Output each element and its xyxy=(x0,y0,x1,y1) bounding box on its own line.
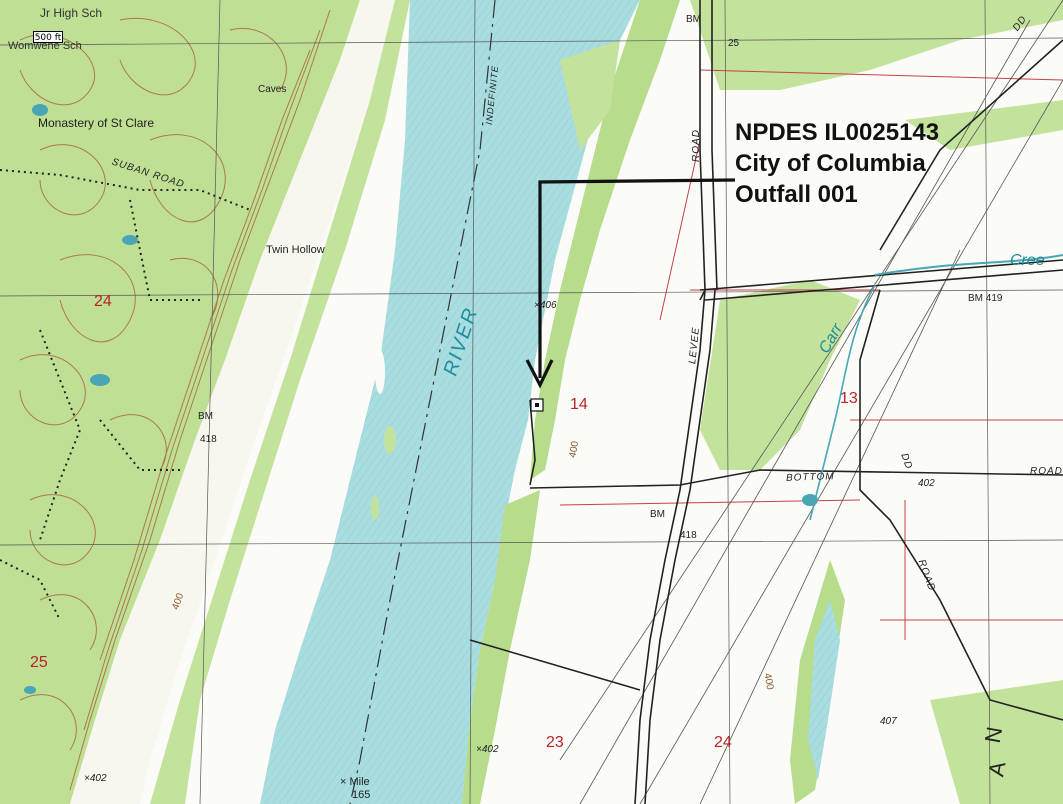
island xyxy=(384,426,396,454)
vegetation-patch xyxy=(700,280,860,470)
right-bank-vegetation xyxy=(530,0,680,480)
creek xyxy=(874,254,1063,276)
label-bm-419: BM 419 xyxy=(968,293,1003,304)
label-road-top: ROAD xyxy=(690,129,702,162)
state-boundary xyxy=(349,0,496,804)
right-bank-vegetation-south xyxy=(462,490,540,804)
label-bottom: BOTTOM xyxy=(785,471,835,484)
label-womwene-sch: Womwene Sch xyxy=(8,40,82,52)
label-mile: × Mile xyxy=(340,776,370,788)
label-twin-hollow: Twin Hollow xyxy=(266,244,325,256)
ponds xyxy=(24,104,818,694)
bluff-roads xyxy=(0,169,251,621)
label-elev-402-right: 402 xyxy=(918,478,935,489)
section-25: 25 xyxy=(30,654,48,671)
mississippi-river xyxy=(260,0,640,804)
label-high-school: Jr High Sch xyxy=(40,6,103,20)
label-bm-left-val: 418 xyxy=(200,434,217,445)
slough xyxy=(808,600,840,780)
section-lines xyxy=(559,69,1063,640)
callout-outfall: Outfall 001 xyxy=(735,181,858,208)
vegetation-patch xyxy=(690,0,1063,90)
label-bm-top: BM xyxy=(686,14,701,25)
bluff-vegetation xyxy=(0,0,360,804)
callout-permit: NPDES IL0025143 xyxy=(735,119,940,146)
bottomland-left xyxy=(70,0,395,804)
vegetation-patch xyxy=(560,40,620,150)
label-bm-mid: BM xyxy=(650,509,665,520)
island xyxy=(375,350,385,394)
left-bank-vegetation xyxy=(150,0,410,804)
utility-lines xyxy=(559,0,1063,804)
scale-indicator[interactable]: 500 ft xyxy=(33,31,63,43)
label-elev-402-left: ×402 xyxy=(84,773,107,784)
label-monastery: Monastery of St Clare xyxy=(38,116,155,130)
section-23: 23 xyxy=(546,734,564,751)
label-bm-mid-val: 418 xyxy=(680,530,697,541)
outfall-callout: NPDES IL0025143 City of Columbia Outfall… xyxy=(735,117,1035,210)
outfall-marker-dot xyxy=(535,403,539,407)
label-elev-406: ×406 xyxy=(534,300,557,311)
section-13: 13 xyxy=(840,390,858,407)
label-elev-402-mid: ×402 xyxy=(476,744,499,755)
section-24-bottom: 24 xyxy=(714,734,732,751)
island xyxy=(371,496,379,520)
callout-facility: City of Columbia xyxy=(735,150,926,177)
label-creek: Cree xyxy=(1010,252,1045,269)
label-caves: Caves xyxy=(258,84,287,95)
callout-arrowhead xyxy=(525,359,554,389)
label-bm-25: 25 xyxy=(728,38,740,49)
callout-arrow xyxy=(538,178,736,378)
label-road-right: ROAD xyxy=(1030,466,1063,477)
label-bm-left: BM xyxy=(198,411,213,422)
vegetation-patch xyxy=(905,100,1063,150)
section-24-left: 24 xyxy=(94,293,112,310)
section-14: 14 xyxy=(570,396,588,413)
label-mile-num: 165 xyxy=(352,789,371,801)
roads xyxy=(469,0,1063,804)
label-elev-407: 407 xyxy=(880,716,897,727)
carr-creek xyxy=(809,284,876,521)
